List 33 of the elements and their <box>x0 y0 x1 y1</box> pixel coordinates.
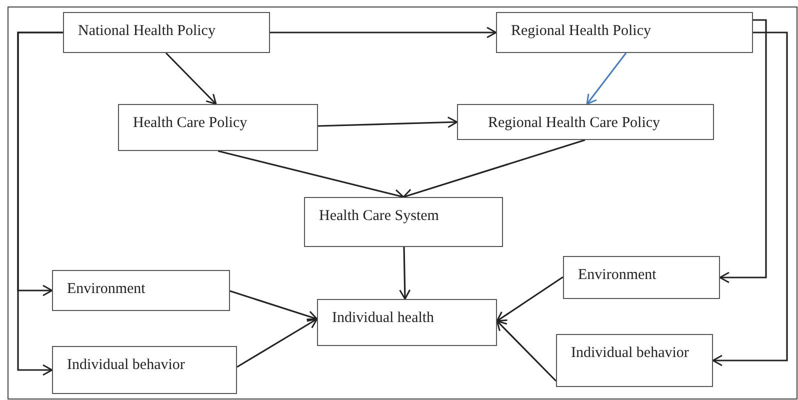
process-box <box>63 12 270 53</box>
arrow <box>17 32 63 376</box>
box-label: Individual health <box>332 309 434 328</box>
box-label: Environment <box>67 280 146 299</box>
arrow <box>586 52 627 105</box>
process-box <box>118 104 318 151</box>
process-box <box>563 256 720 299</box>
arrow <box>270 26 497 38</box>
arrow <box>496 320 557 382</box>
box-label: Environment <box>578 266 656 285</box>
arrow <box>402 139 586 200</box>
arrow <box>318 116 458 128</box>
box-label: Health Care System <box>319 207 439 226</box>
process-box <box>556 334 713 387</box>
process-box <box>52 270 230 311</box>
box-label: Regional Health Care Policy <box>488 114 660 133</box>
box-label: Individual behavior <box>67 356 185 375</box>
process-box <box>52 346 237 394</box>
arrow <box>165 52 217 105</box>
process-box <box>496 12 753 53</box>
arrow <box>496 276 564 322</box>
box-label: National Health Policy <box>78 22 216 41</box>
arrow <box>719 19 767 284</box>
process-box <box>304 197 503 247</box>
box-label: Regional Health Policy <box>511 22 651 41</box>
process-box <box>317 299 497 346</box>
box-label: Individual behavior <box>571 344 689 363</box>
box-label: Health Care Policy <box>133 114 248 133</box>
process-box <box>457 104 714 140</box>
arrow <box>712 32 788 366</box>
arrow <box>399 246 411 300</box>
arrow <box>236 318 318 368</box>
arrow <box>230 290 318 322</box>
